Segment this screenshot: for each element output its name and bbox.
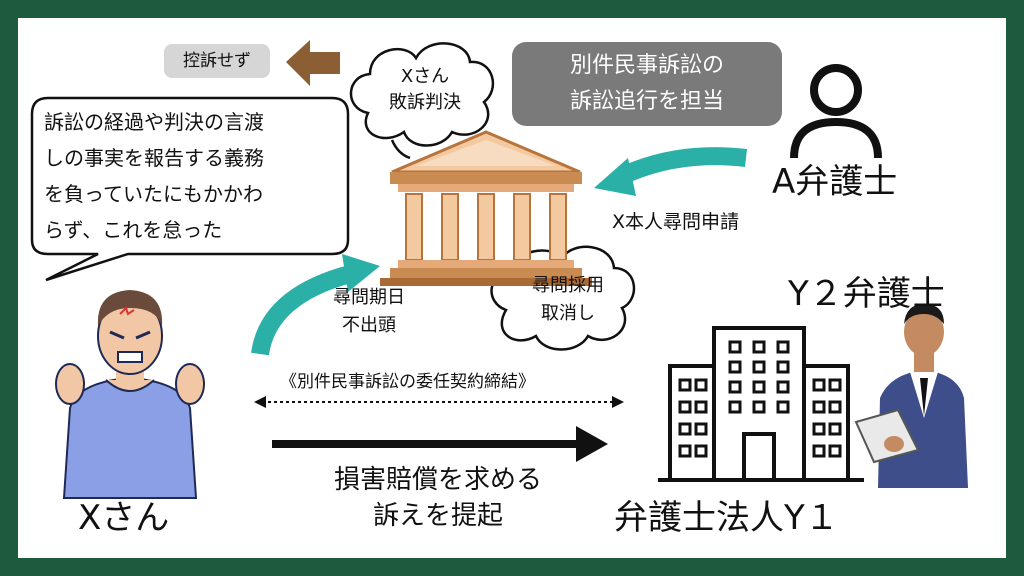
lawsuit-text: 損害賠償を求める 訴えを提起 [333,465,542,531]
office-building-icon [658,326,864,482]
separate-case-box: 別件民事訴訟の 訴訟追行を担当 [512,42,782,126]
angry-man-illustration [55,290,205,499]
cloud-bubble-defeat [349,42,495,147]
no-show-text: 尋問期日 不出頭 [333,287,405,336]
teal-arrow-up [251,254,380,356]
left-arrow-icon [286,40,340,86]
law-firm-y1-label: 弁護士法人Y１ [614,498,839,538]
x-person-label: Xさん [78,498,170,538]
speech-bubble-large [30,96,350,282]
diagram-graphics [30,40,968,499]
lawyer-a-label: A弁護士 [772,162,898,202]
lawyer-y2-label: Y２弁護士 [788,274,945,314]
mandate-contract-text: 《別件民事訴訟の委任契約締結》 [280,372,535,392]
lawsuit-arrow [272,426,608,462]
courthouse-icon [380,130,592,286]
mandate-dotted-arrow [254,396,624,408]
examination-cancelled-text: 尋問採用 取消し [532,275,604,324]
businessman-illustration [854,304,968,488]
duty-breach-text: 訴訟の経過や判決の言渡 しの事実を報告する義務 を負っていたにもかかわ らず、こ… [44,110,264,242]
diagram-canvas: 控訴せず Xさん 敗訴判決 別件民事訴訟の 訴訟追行を担当 訴訟の経過や判決の言… [18,18,1006,558]
teal-arrow-to-court [594,147,748,196]
no-appeal-label: 控訴せず [164,44,270,78]
examination-request-text: X本人尋問申請 [612,211,740,233]
defeat-judgment-text: Xさん 敗訴判決 [389,66,461,113]
person-outline-icon [790,64,882,159]
